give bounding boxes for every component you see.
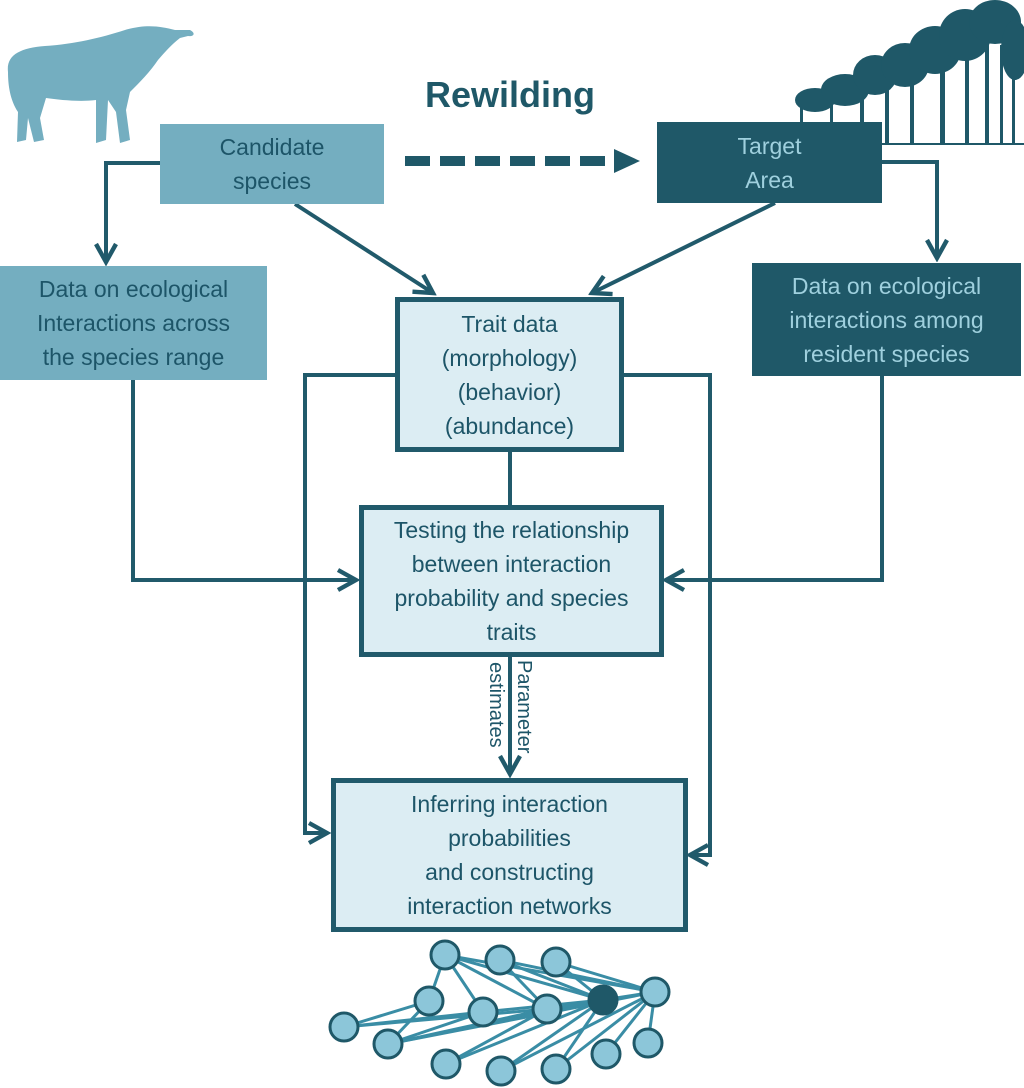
network-edge (445, 1007, 548, 1066)
network-node (485, 1055, 517, 1087)
edge-target-to-resident (882, 160, 937, 258)
box-target-area: Target Area (657, 122, 882, 203)
edge-range-to-testing (131, 380, 356, 580)
network-node (531, 993, 563, 1025)
network-edge (500, 998, 604, 1073)
network-node (413, 985, 445, 1017)
network-edge (500, 990, 656, 1073)
edge-candidate-to-trait (293, 202, 433, 293)
network-node (484, 944, 516, 976)
network-node (590, 1038, 622, 1070)
network-node-focal (587, 984, 619, 1016)
box-trait-data: Trait data (morphology) (behavior) (abun… (395, 297, 624, 452)
network-edge (444, 953, 548, 1011)
box-data-resident-species: Data on ecological interactions among re… (752, 263, 1021, 376)
box-inferring-networks: Inferring interaction probabilities and … (331, 778, 688, 932)
box-data-species-range: Data on ecological Interactions across t… (0, 266, 267, 380)
network-node (540, 946, 572, 978)
network-edge (444, 953, 604, 1002)
network-node (430, 1048, 462, 1080)
edge-label-estimates: estimates (485, 662, 507, 748)
edge-candidate-to-range (106, 161, 160, 262)
network-edge (343, 1007, 548, 1029)
network-edge (445, 998, 604, 1066)
tapir-silhouette-icon (7, 26, 194, 143)
network-node (540, 1053, 572, 1085)
network-node (429, 939, 461, 971)
diagram-title: Rewilding (425, 74, 595, 115)
box-testing-relationship: Testing the relationship between interac… (359, 505, 664, 657)
network-edge (555, 960, 656, 994)
network-edge (555, 990, 656, 1071)
edge-target-to-trait (592, 201, 776, 293)
network-edge (387, 1010, 484, 1046)
network-node (467, 996, 499, 1028)
edge-resident-to-testing (666, 376, 884, 580)
network-node (639, 976, 671, 1008)
box-candidate-species: Candidate species (160, 124, 384, 204)
network-node (372, 1028, 404, 1060)
edge-trait-to-inferring-right (624, 373, 712, 855)
network-edge (499, 958, 604, 1002)
edge-label-parameter: Parameter (513, 660, 535, 754)
forest-silhouette-icon (790, 0, 1024, 145)
network-edge (499, 958, 656, 994)
network-node (632, 1027, 664, 1059)
edge-trait-to-inferring-left (303, 373, 395, 833)
network-node (328, 1011, 360, 1043)
rewilding-arrow-head (614, 149, 640, 173)
